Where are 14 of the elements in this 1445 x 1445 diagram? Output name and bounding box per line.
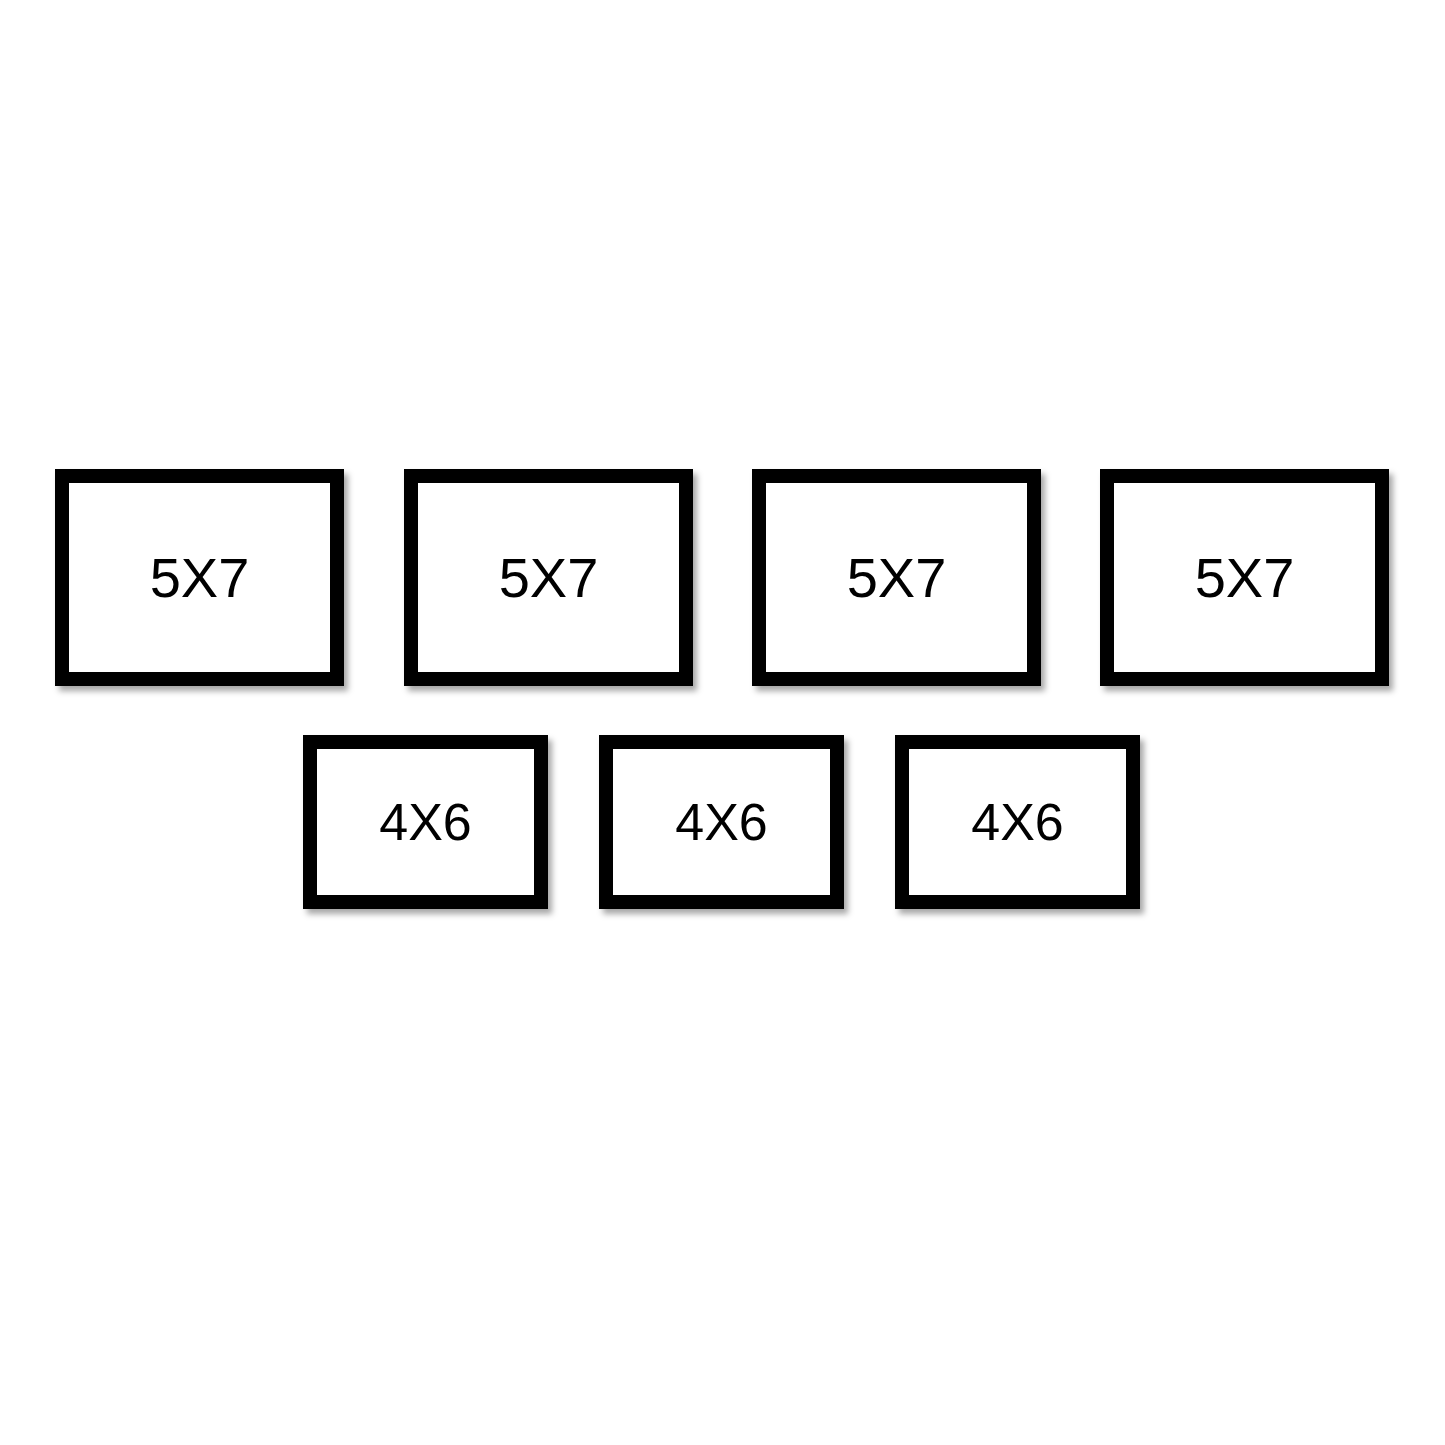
frame-size-label: 5X7 [498,549,599,606]
picture-frame [752,469,1041,686]
picture-frame [404,469,693,686]
picture-frame [895,735,1140,909]
picture-frame [1100,469,1389,686]
frame-size-label: 5X7 [1194,549,1295,606]
picture-frame [55,469,344,686]
frame-size-label: 4X6 [379,796,472,848]
frame-size-label: 5X7 [846,549,947,606]
picture-frame [599,735,844,909]
frame-size-label: 5X7 [149,549,250,606]
picture-frame [303,735,548,909]
frame-size-label: 4X6 [675,796,768,848]
frame-size-label: 4X6 [971,796,1064,848]
